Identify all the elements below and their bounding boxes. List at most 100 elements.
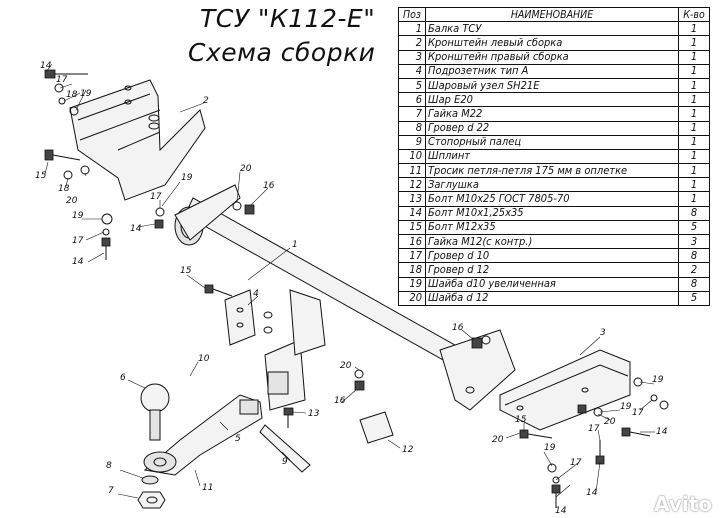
svg-text:11: 11 [202, 483, 213, 493]
row-position: 20 [398, 290, 426, 306]
row-position: 11 [398, 163, 426, 179]
svg-text:19: 19 [72, 211, 84, 221]
row-position: 8 [398, 120, 426, 136]
svg-text:7: 7 [108, 486, 114, 496]
row-position: 13 [398, 191, 426, 207]
svg-text:12: 12 [402, 445, 414, 455]
row-position: 12 [398, 177, 426, 193]
row-position: 16 [398, 233, 426, 250]
svg-text:17: 17 [632, 408, 644, 418]
row-position: 2 [398, 35, 426, 51]
row-name: Гровер d 10 [425, 248, 679, 264]
row-name: Тросик петля-петля 175 мм в оплетке [425, 163, 679, 179]
row-quantity: 1 [678, 120, 710, 136]
row-quantity: 1 [678, 148, 710, 165]
svg-text:2: 2 [203, 96, 209, 106]
small-parts [137, 411, 394, 509]
row-name: Гровер d 22 [425, 120, 679, 136]
row-quantity: 1 [678, 177, 710, 193]
svg-text:17: 17 [588, 424, 600, 434]
row-quantity: 5 [678, 290, 710, 306]
row-quantity: 1 [678, 134, 710, 150]
row-quantity: 8 [678, 276, 710, 292]
row-position: 4 [398, 63, 426, 79]
row-quantity: 1 [678, 106, 710, 122]
svg-text:14: 14 [656, 427, 668, 437]
row-quantity: 2 [678, 262, 710, 278]
row-quantity: 1 [678, 49, 710, 65]
row-quantity: 1 [678, 77, 710, 94]
svg-text:14: 14 [40, 61, 52, 71]
svg-text:17: 17 [72, 236, 84, 246]
right-bracket [499, 349, 631, 431]
row-name: Стопорный палец [425, 134, 679, 150]
row-position: 17 [398, 248, 426, 264]
row-position: 19 [398, 276, 426, 292]
row-name: Гровер d 12 [425, 262, 679, 278]
svg-text:19: 19 [544, 443, 556, 453]
left-bracket [69, 79, 206, 201]
svg-text:5: 5 [235, 434, 241, 444]
svg-text:19: 19 [80, 89, 92, 99]
svg-text:1: 1 [292, 240, 298, 250]
avito-watermark: Avito [654, 492, 712, 516]
svg-text:10: 10 [198, 354, 210, 364]
row-quantity: 8 [678, 248, 710, 264]
row-quantity: 1 [678, 35, 710, 51]
row-name: Заглушка [425, 177, 679, 193]
row-name: Кронштейн правый сборка [425, 49, 679, 65]
row-quantity: 5 [678, 219, 710, 236]
row-name: Подрозетник тип А [425, 63, 679, 79]
svg-text:20: 20 [604, 417, 616, 427]
row-position: 18 [398, 262, 426, 278]
row-quantity: 8 [678, 205, 710, 221]
svg-text:17: 17 [570, 458, 582, 468]
fasteners [44, 69, 669, 508]
row-name: Кронштейн левый сборка [425, 35, 679, 51]
ball-mount [140, 383, 263, 476]
svg-text:8: 8 [106, 461, 112, 471]
svg-text:14: 14 [555, 506, 567, 516]
drawing-title: ТСУ "К112-Е" [200, 4, 376, 33]
table-header-row: Поз НАИМЕНОВАНИЕ К-во [398, 6, 710, 23]
row-quantity: 1 [678, 191, 710, 207]
row-name: Болт М12х35 [425, 219, 679, 236]
row-position: 3 [398, 49, 426, 65]
svg-text:19: 19 [620, 402, 632, 412]
row-name: Гайка М22 [425, 106, 679, 122]
row-position: 9 [398, 134, 426, 150]
row-name: Шплинт [425, 148, 679, 165]
row-position: 14 [398, 205, 426, 221]
row-name: Шар Е20 [425, 92, 679, 108]
svg-text:15: 15 [35, 171, 47, 181]
svg-text:14: 14 [72, 257, 84, 267]
svg-text:19: 19 [181, 173, 193, 183]
svg-text:16: 16 [334, 396, 346, 406]
svg-text:19: 19 [652, 375, 664, 385]
svg-text:6: 6 [120, 373, 126, 383]
svg-text:15: 15 [515, 415, 527, 425]
row-name: Шайба d 12 [425, 290, 679, 306]
svg-text:20: 20 [340, 361, 352, 371]
svg-text:18: 18 [58, 184, 70, 194]
row-name: Балка ТСУ [425, 21, 679, 37]
svg-text:16: 16 [263, 181, 275, 191]
svg-text:17: 17 [56, 75, 68, 85]
row-quantity: 1 [678, 21, 710, 37]
svg-text:17: 17 [150, 192, 162, 202]
svg-text:13: 13 [308, 409, 320, 419]
row-name: Шайба d10 увеличенная [425, 276, 679, 292]
row-position: 7 [398, 106, 426, 122]
svg-text:15: 15 [180, 266, 192, 276]
row-quantity: 1 [678, 63, 710, 79]
